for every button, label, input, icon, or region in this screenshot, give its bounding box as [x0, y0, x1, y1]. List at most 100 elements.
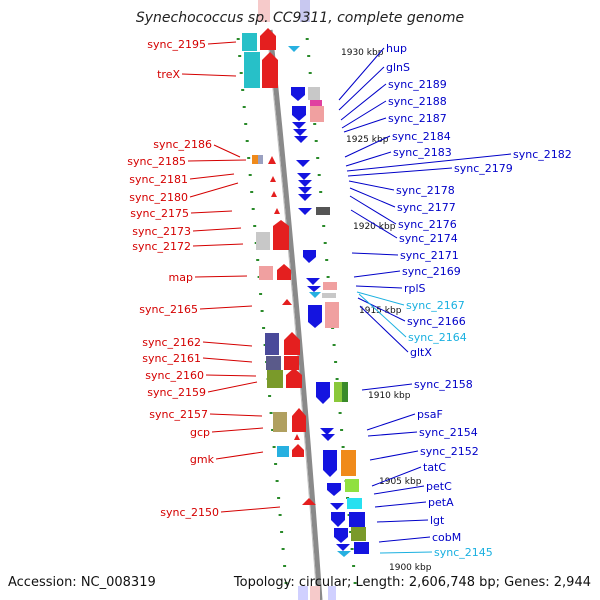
- gene-block: [354, 542, 369, 554]
- connector-line: [192, 243, 244, 247]
- connector-line: [220, 506, 281, 513]
- tick-mark: [256, 259, 260, 261]
- gene-block: [259, 266, 273, 280]
- connector-line: [376, 519, 429, 523]
- tick-mark: [319, 191, 323, 193]
- connector-line: [338, 66, 385, 111]
- gene-label: sync_2182: [513, 148, 572, 161]
- gene-label: hup: [386, 42, 407, 55]
- gene-label: sync_2183: [393, 146, 452, 159]
- gene-block: [349, 512, 365, 527]
- connector-line: [374, 501, 427, 508]
- scale-mark: 1925 kbp: [346, 135, 389, 145]
- connector-line: [346, 153, 512, 172]
- tick-mark: [316, 157, 320, 159]
- gene-block: [341, 450, 356, 476]
- gene-label: sync_2150: [160, 506, 219, 519]
- connector-line: [356, 291, 405, 306]
- tick-mark: [332, 344, 336, 346]
- gene-arrow: [298, 194, 312, 201]
- connector-line: [361, 383, 413, 391]
- connector-line: [355, 285, 403, 289]
- gene-block: [298, 586, 308, 600]
- tick-mark: [272, 446, 276, 448]
- gene-arrow: [298, 208, 312, 215]
- connector-line: [347, 167, 453, 177]
- connector-line: [207, 41, 237, 45]
- gene-label: sync_2157: [149, 408, 208, 421]
- tick-mark: [253, 225, 257, 227]
- connector-line: [379, 551, 433, 554]
- connector-line: [351, 252, 399, 256]
- connector-line: [340, 83, 387, 121]
- tick-mark: [353, 582, 357, 584]
- connector-line: [199, 305, 253, 310]
- tick-mark: [275, 480, 279, 482]
- gene-arrow: [306, 278, 320, 285]
- scale-mark: 1905 kbp: [379, 477, 422, 487]
- connector-line: [350, 209, 398, 239]
- connector-line: [202, 341, 253, 347]
- accession-text: Accession: NC_008319: [8, 575, 156, 590]
- connector-line: [378, 536, 431, 543]
- connector-line: [358, 293, 407, 338]
- gene-arrow: [262, 52, 278, 88]
- connector-line: [369, 450, 419, 461]
- gene-arrow: [271, 191, 277, 197]
- gene-arrow: [294, 434, 300, 440]
- tick-mark: [284, 582, 288, 584]
- gene-block: [277, 446, 289, 457]
- gene-arrow: [282, 299, 292, 305]
- tick-mark: [238, 55, 242, 57]
- gene-label: sync_2186: [153, 138, 212, 151]
- gene-features: [242, 28, 369, 600]
- tick-mark: [280, 531, 284, 533]
- tick-mark: [247, 157, 251, 159]
- gene-block: [347, 498, 362, 509]
- gene-block: [265, 333, 279, 355]
- tick-mark: [251, 208, 255, 210]
- gene-label: sync_2158: [414, 378, 473, 391]
- tick-mark: [278, 514, 282, 516]
- tick-mark: [277, 497, 281, 499]
- gene-label: sync_2169: [402, 265, 461, 278]
- tick-mark: [241, 89, 245, 91]
- right-gene-labels: hup glnS sync_2189 sync_2188 sync_2187 s…: [338, 42, 572, 559]
- gene-block: [310, 100, 322, 106]
- gene-label: sync_2187: [388, 112, 447, 125]
- gene-label: sync_2178: [396, 184, 455, 197]
- gene-arrow: [327, 483, 341, 496]
- gene-label: sync_2175: [130, 207, 189, 220]
- connector-line: [373, 485, 425, 495]
- tick-mark: [271, 429, 275, 431]
- gene-label: sync_2184: [392, 130, 451, 143]
- gene-block: [351, 527, 366, 541]
- tick-mark: [352, 565, 356, 567]
- tick-mark: [313, 123, 317, 125]
- tick-mark: [259, 293, 263, 295]
- tick-mark: [322, 225, 326, 227]
- tick-mark: [341, 446, 345, 448]
- gene-label: psaF: [417, 408, 443, 421]
- connector-line: [213, 144, 241, 158]
- topology-text: Topology: circular; Length: 2,606,748 bp…: [233, 575, 591, 590]
- gene-block: [258, 155, 263, 164]
- gene-arrow: [297, 173, 311, 180]
- gene-arrow: [292, 408, 306, 432]
- gene-arrow: [260, 28, 276, 50]
- tick-mark: [268, 395, 272, 397]
- gene-label: sync_2166: [407, 315, 466, 328]
- tick-mark: [338, 412, 342, 414]
- genome-backbone: [267, 29, 323, 600]
- gene-block: [342, 382, 348, 402]
- gene-arrow: [277, 264, 291, 280]
- gene-block: [323, 282, 337, 290]
- gene-block: [267, 370, 283, 388]
- gene-label: sync_2159: [147, 386, 206, 399]
- gene-block: [242, 33, 257, 51]
- connector-line: [189, 173, 235, 180]
- gene-label: sync_2160: [145, 369, 204, 382]
- tick-mark: [262, 327, 266, 329]
